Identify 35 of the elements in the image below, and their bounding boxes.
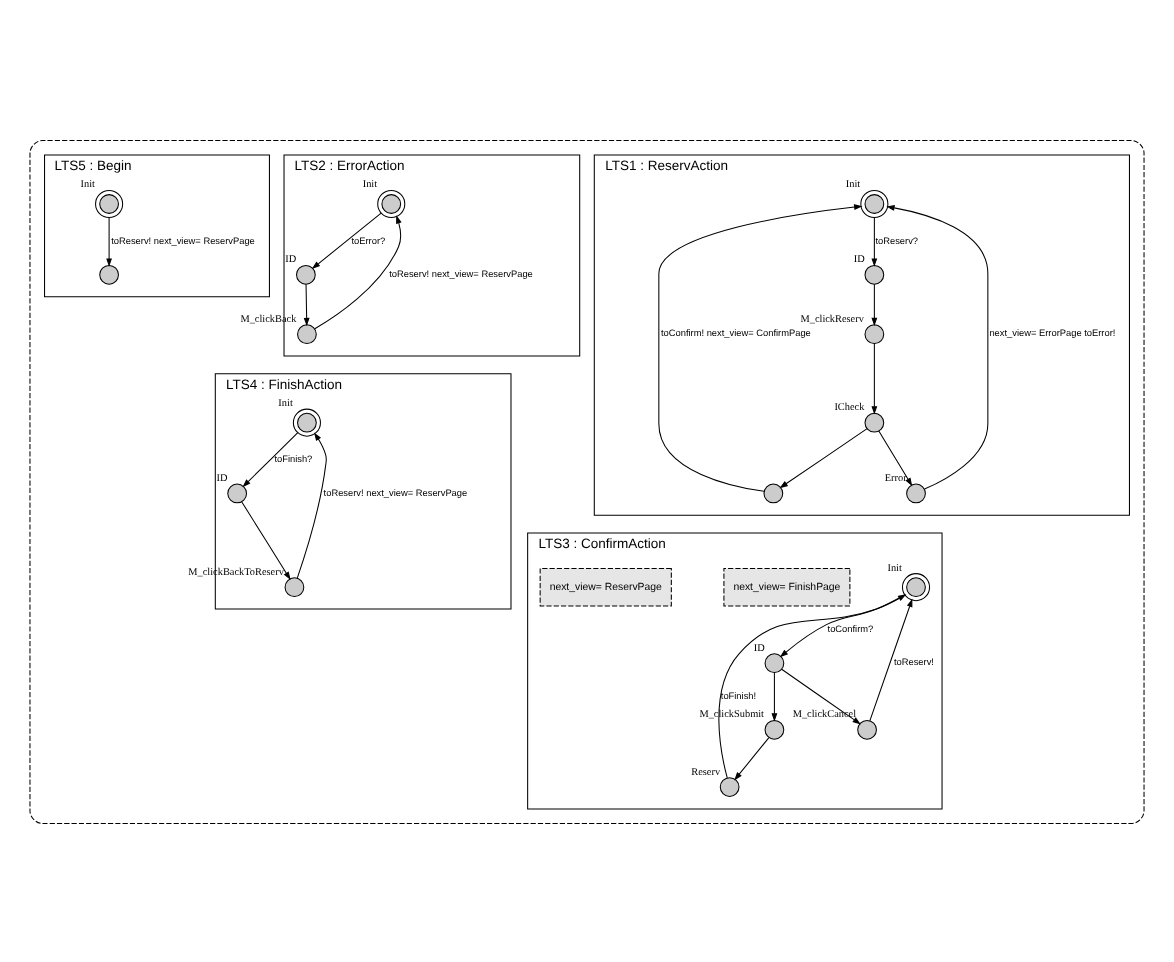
arrow [718,593,907,778]
arrow [871,282,878,326]
arrow [303,282,310,326]
node-circle [857,718,877,739]
arrow [296,431,327,578]
node-circle [864,323,885,344]
arrow [311,211,382,268]
arrow [106,216,113,266]
cluster [29,138,1145,824]
node-circle [864,411,885,432]
arrow [734,736,770,780]
arrow [869,597,913,721]
node-circle [297,323,317,344]
node-circle [719,776,740,796]
node-circle [864,263,885,284]
node-circle [99,263,119,284]
arrow [779,427,868,488]
arrow [242,431,299,487]
arrow [886,204,989,489]
arrow [771,671,778,721]
arrow [781,667,861,724]
node-circle [284,576,305,597]
arrow [878,429,913,486]
node-circle [906,482,926,503]
node-circle [763,482,784,503]
arrow [871,342,878,414]
arrow [314,214,402,329]
arrow [779,593,906,657]
node-circle [296,263,316,284]
node-circle [764,652,785,673]
arrow [241,500,291,580]
arrow [871,216,878,266]
arrow [658,203,863,491]
node-circle [227,482,248,503]
node-circle [764,718,785,739]
